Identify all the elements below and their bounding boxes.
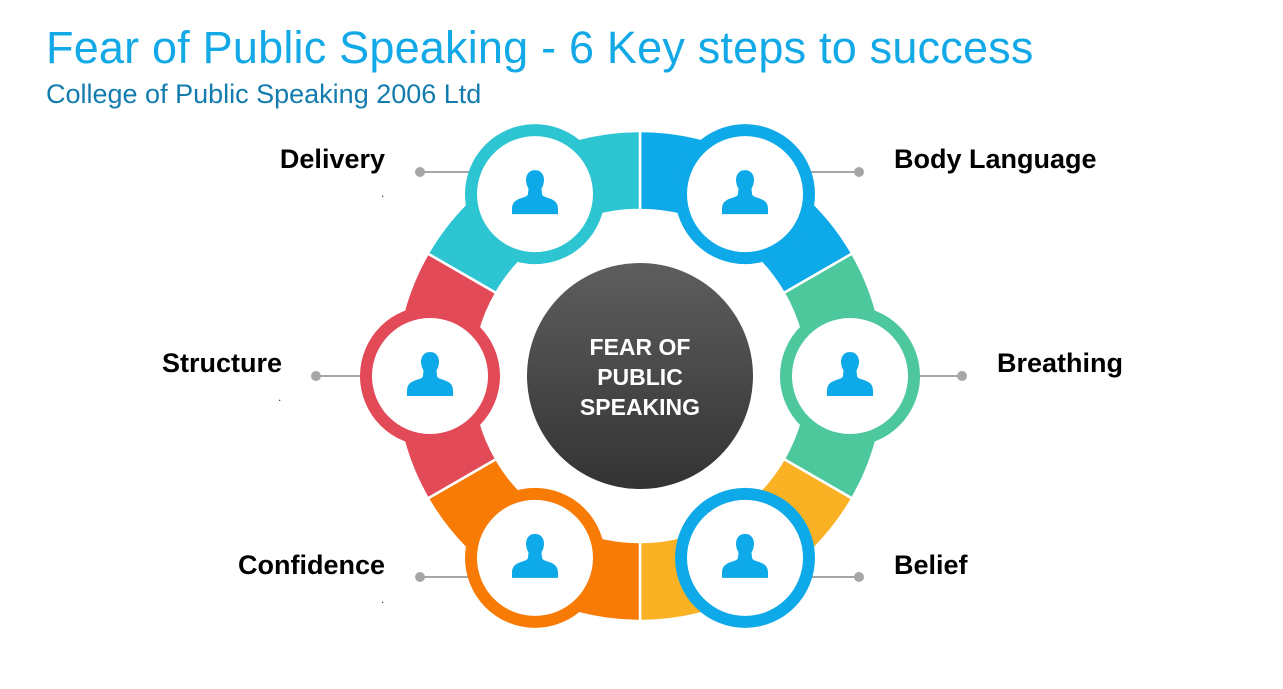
step-node-belief <box>675 487 815 628</box>
step-label-delivery: Delivery <box>279 144 385 174</box>
center-text-line: SPEAKING <box>580 394 700 420</box>
center-text-line: PUBLIC <box>597 364 683 390</box>
step-node-confidence <box>465 487 605 628</box>
center-text-line: FEAR OF <box>590 334 691 360</box>
step-label-structure: Structure <box>161 348 282 378</box>
center-circle <box>527 263 753 489</box>
connector-dot <box>415 167 425 177</box>
step-node-structure <box>360 306 500 446</box>
step-note-structure: . <box>278 390 282 404</box>
step-node-delivery <box>465 124 605 265</box>
connector-dot <box>311 371 321 381</box>
step-label-body-language: Body Language <box>894 144 1097 174</box>
step-note-confidence: . <box>381 592 385 606</box>
step-label-breathing: Breathing <box>997 348 1124 378</box>
connector-dot <box>957 371 967 381</box>
page-subtitle: College of Public Speaking 2006 Ltd <box>46 79 482 109</box>
connector-dot <box>854 167 864 177</box>
step-label-confidence: Confidence <box>237 550 385 580</box>
step-node-breathing <box>780 306 920 446</box>
connector-dot <box>854 572 864 582</box>
page-title: Fear of Public Speaking - 6 Key steps to… <box>46 22 1034 73</box>
step-node-body-language <box>675 124 815 265</box>
step-note-delivery: . <box>381 186 385 200</box>
step-label-belief: Belief <box>894 550 968 580</box>
connector-dot <box>415 572 425 582</box>
